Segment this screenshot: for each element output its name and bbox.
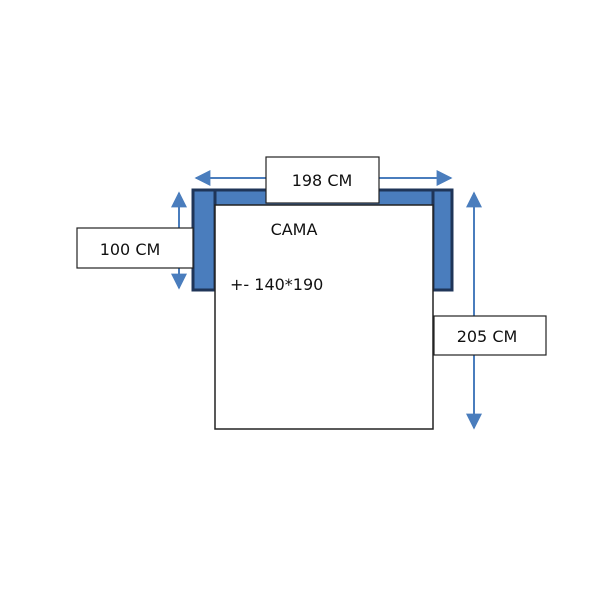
frame-left-arm: [191, 188, 217, 292]
height-dimension-label: 205 CM: [457, 327, 518, 346]
arm-depth-dimension-box: [76, 227, 194, 269]
frame-right-arm: [431, 188, 454, 292]
bed-rectangle: [214, 204, 434, 430]
height-dimension-box: [433, 315, 547, 356]
bed-size-label: +- 140*190: [230, 275, 323, 294]
bed-label: CAMA: [271, 220, 318, 239]
arm-depth-dimension-label: 100 CM: [100, 240, 161, 259]
width-dimension-box: [265, 156, 380, 204]
width-dimension-label: 198 CM: [292, 171, 353, 190]
